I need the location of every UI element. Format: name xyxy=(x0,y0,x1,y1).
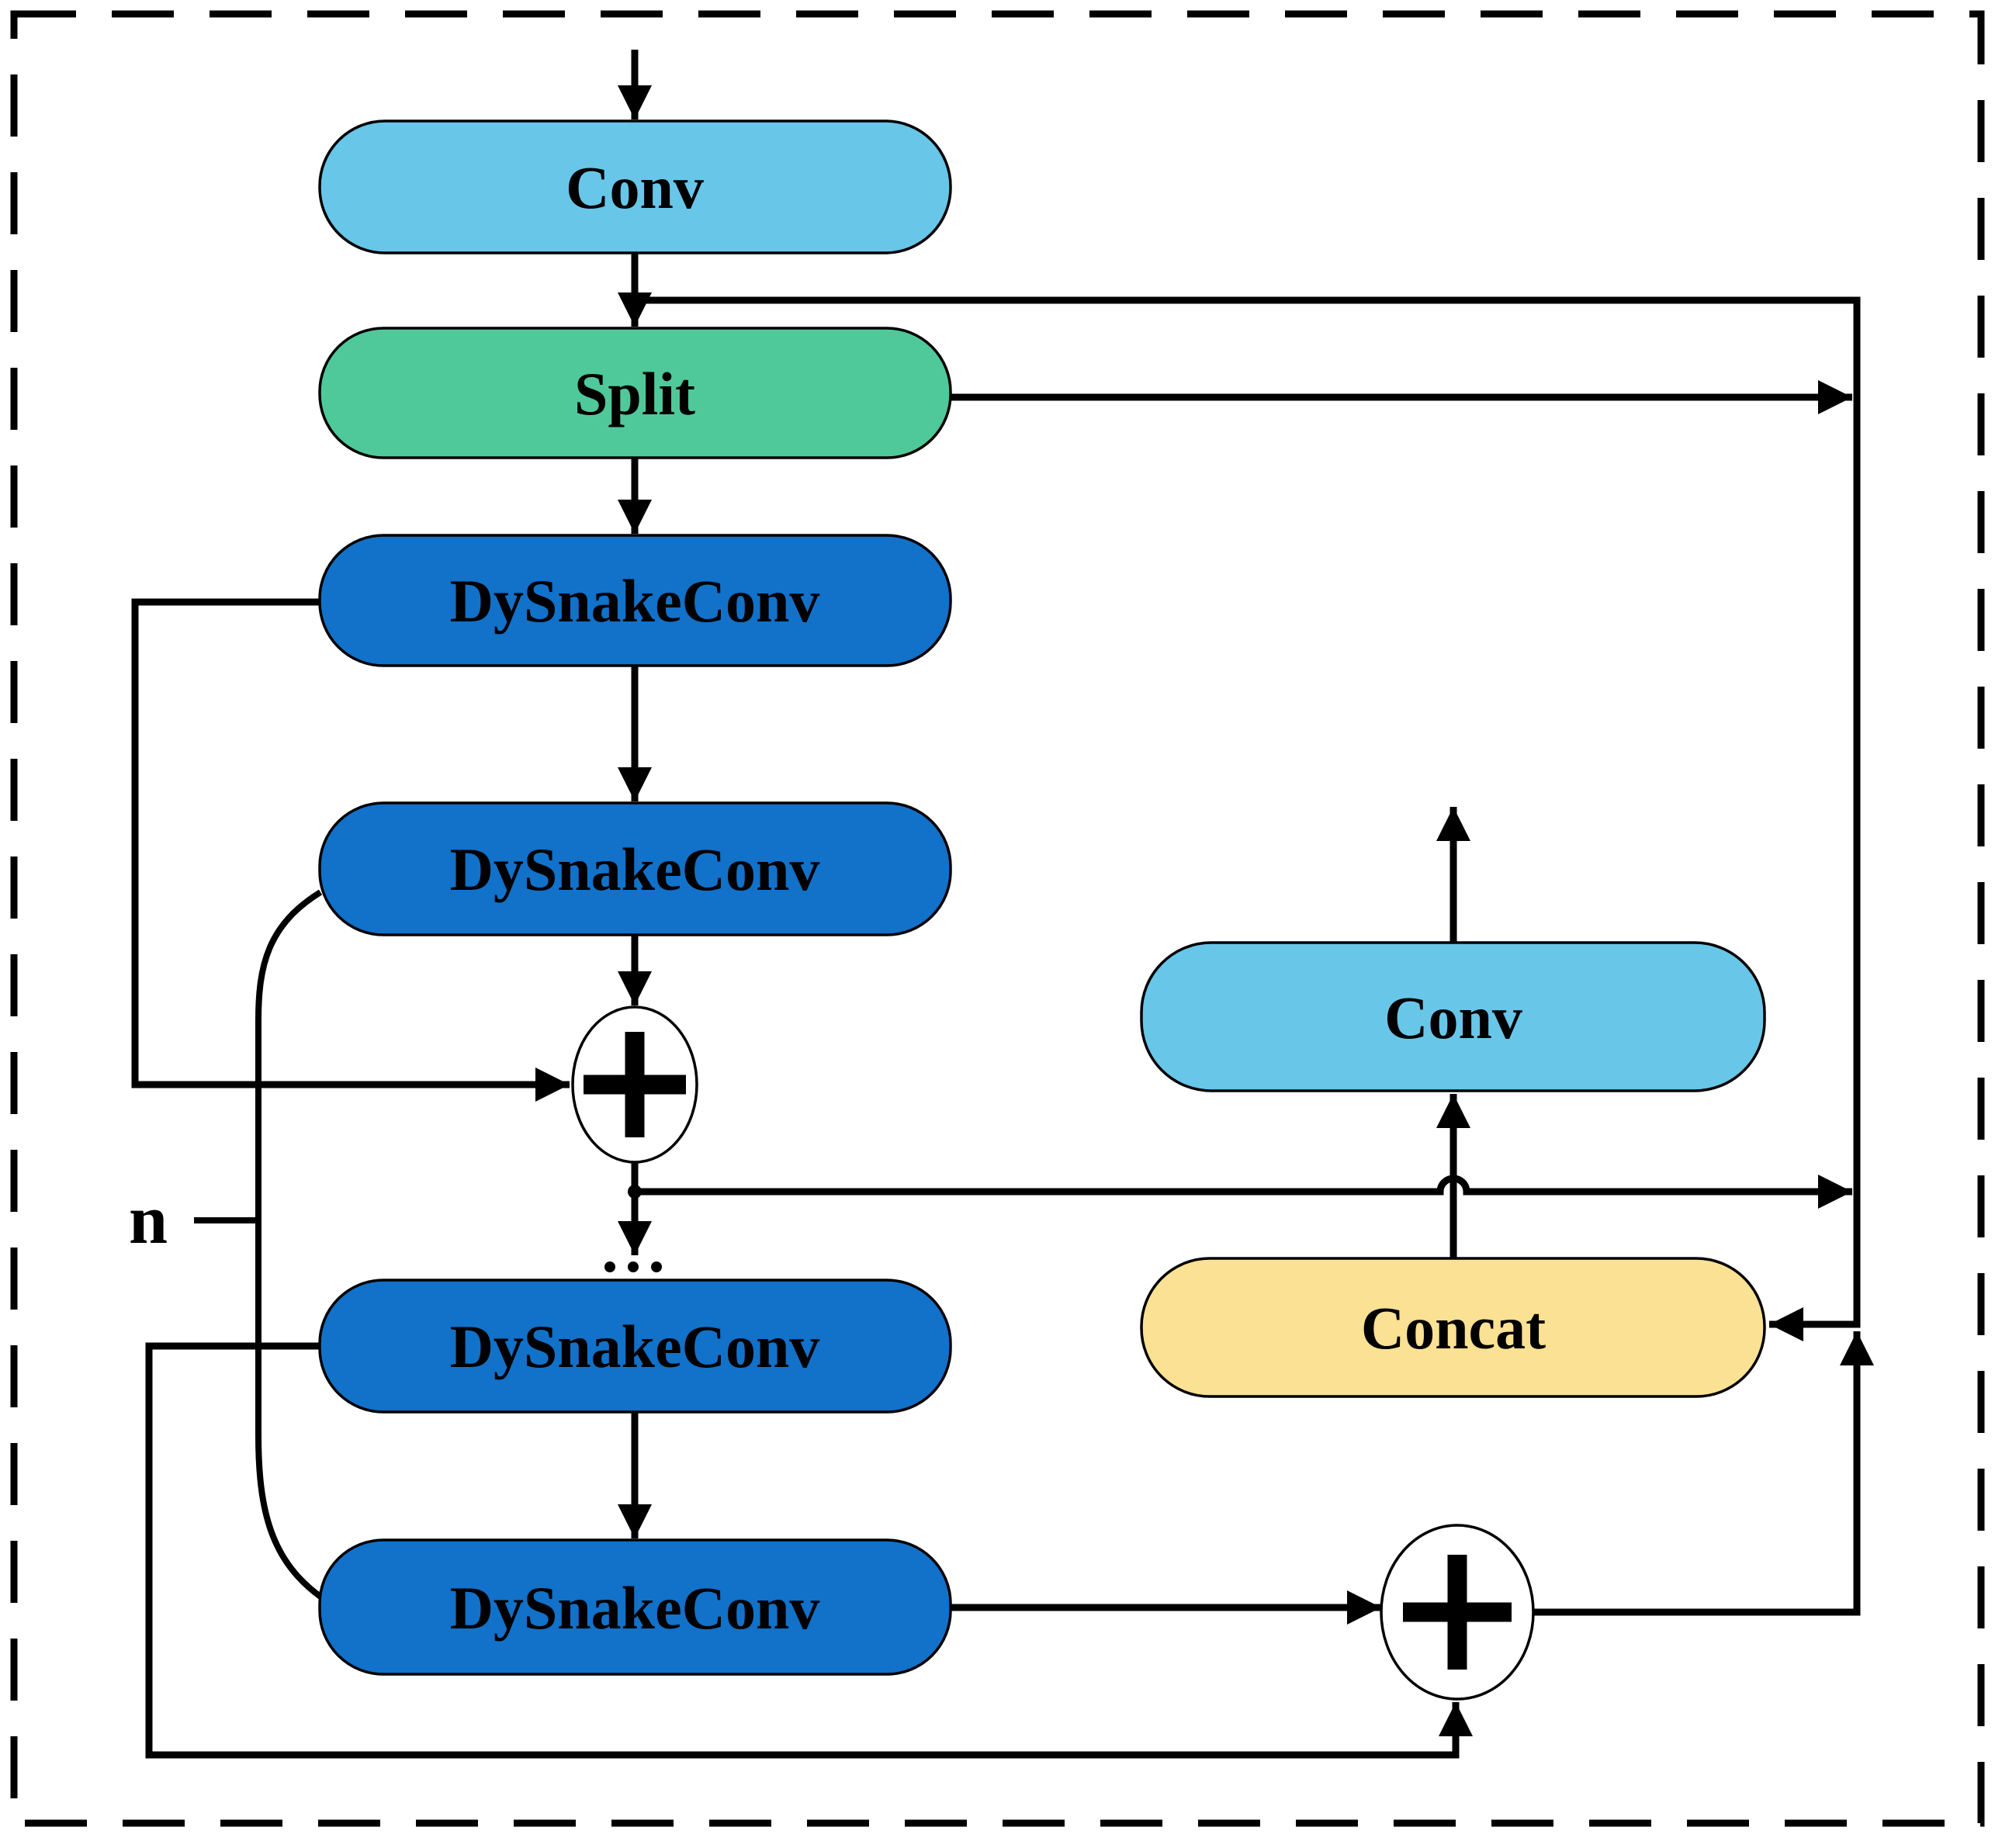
split-label: Split xyxy=(574,360,695,427)
node-dysnakeconv-1: DySnakeConv xyxy=(318,534,952,667)
concat-box xyxy=(1140,1257,1766,1398)
node-split: Split xyxy=(318,327,952,459)
add-icon xyxy=(584,1032,686,1137)
dot xyxy=(628,1261,639,1272)
dysnakeconv-1-box xyxy=(318,534,952,667)
dot xyxy=(604,1261,615,1272)
split-box xyxy=(318,327,952,459)
add-operator-1 xyxy=(571,1005,698,1164)
repeat-count-label: n xyxy=(129,1182,168,1258)
node-dysnakeconv-2: DySnakeConv xyxy=(318,801,952,936)
dysnakeconv-3-label: DySnakeConv xyxy=(450,1313,820,1380)
junction-dot xyxy=(628,1185,642,1199)
add-icon xyxy=(1403,1555,1512,1670)
conv-right-box xyxy=(1140,941,1766,1092)
conv-top-label: Conv xyxy=(566,154,704,221)
dysnakeconv-2-label: DySnakeConv xyxy=(450,836,820,903)
ellipsis-dots xyxy=(604,1261,662,1272)
dysnakeconv-2-box xyxy=(318,801,952,936)
edge-repeat-bracket xyxy=(255,889,323,1600)
node-concat: Concat xyxy=(1140,1257,1766,1398)
node-dysnakeconv-3: DySnakeConv xyxy=(318,1279,952,1414)
edges xyxy=(131,50,1874,1759)
concat-label: Concat xyxy=(1361,1294,1546,1362)
dysnakeconv-1-label: DySnakeConv xyxy=(450,567,820,635)
node-conv-top: Conv xyxy=(318,119,952,254)
node-dysnakeconv-4: DySnakeConv xyxy=(318,1538,952,1676)
conv-top-box xyxy=(318,119,952,254)
edge-conv-skip-to-concat xyxy=(635,296,1861,1341)
edge-add2-to-rail xyxy=(1533,1331,1874,1616)
add-operator-2 xyxy=(1380,1524,1535,1701)
edge-add1-to-rail xyxy=(635,1175,1852,1209)
node-conv-right: Conv xyxy=(1140,941,1766,1092)
dysnakeconv-3-box xyxy=(318,1279,952,1414)
dysnakeconv-4-box xyxy=(318,1538,952,1676)
conv-right-label: Conv xyxy=(1384,984,1522,1051)
dashed-border xyxy=(10,10,1985,1827)
edge-skip-to-add2 xyxy=(145,1342,1473,1759)
dysnakeconv-4-label: DySnakeConv xyxy=(450,1574,820,1642)
dot xyxy=(651,1261,662,1272)
edge-skip-to-add1 xyxy=(131,598,570,1102)
